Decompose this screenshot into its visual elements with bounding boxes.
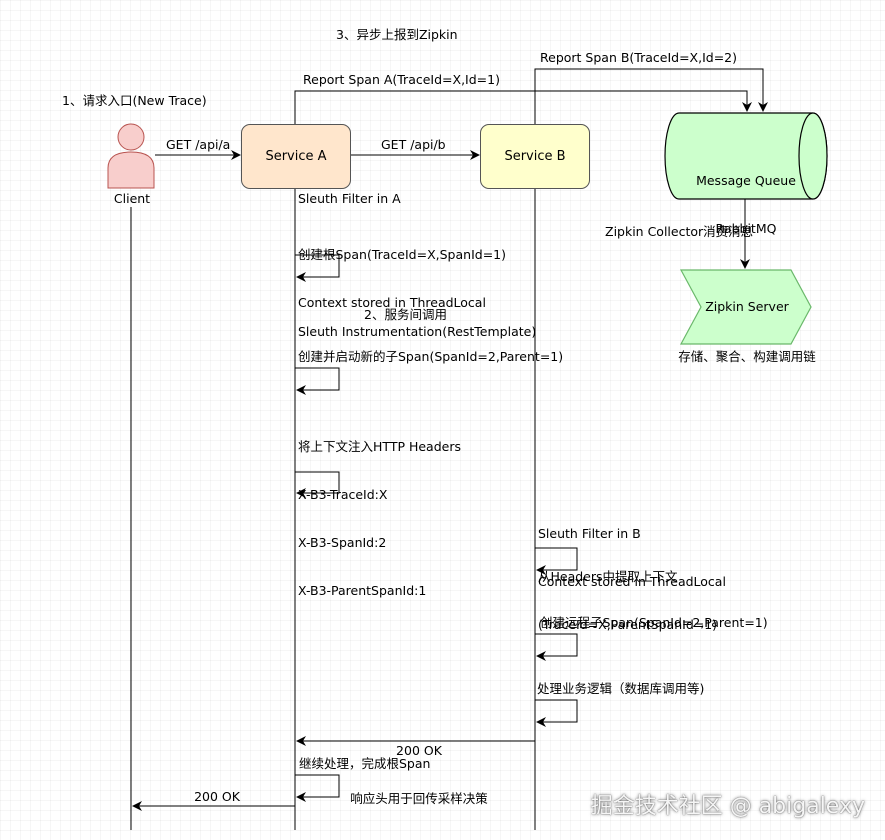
note-a-inject-title: 将上下文注入HTTP Headers: [298, 439, 461, 454]
note-a-hdr-parent: X-B3-ParentSpanId:1: [298, 583, 427, 598]
service-a-box: Service A: [241, 124, 351, 189]
step-2-label: 2、服务间调用: [364, 307, 447, 322]
client-actor: [107, 123, 155, 189]
self-loop-b-remote-span: [535, 633, 578, 661]
report-span-a-arrow: [294, 90, 752, 124]
response-client-label: 200 OK: [194, 789, 240, 804]
note-a-hdr-trace: X-B3-TraceId:X: [298, 487, 388, 502]
response-b-line-2: 响应头用于回传采样决策: [350, 791, 488, 806]
self-loop-b-business: [535, 699, 578, 727]
note-b-filter: Sleuth Filter in B Context stored in Thr…: [538, 494, 726, 622]
note-b-extract-line-1: 从Headers中提取上下文: [538, 569, 678, 584]
service-b-label: Service B: [504, 149, 566, 164]
zipkin-server-caption: 存储、聚合、构建调用链: [678, 349, 816, 364]
note-a-child-span: 创建并启动新的子Span(SpanId=2,Parent=1): [298, 349, 564, 364]
note-a-hdr-span: X-B3-SpanId:2: [298, 535, 387, 550]
message-queue-label: Message Queue RabbitMQ: [696, 141, 796, 269]
note-a-filter: Sleuth Filter in A: [298, 191, 401, 206]
client-label: Client: [113, 191, 151, 206]
note-a-finish: 继续处理，完成根Span: [299, 756, 431, 771]
get-api-a-label: GET /api/a: [166, 137, 231, 152]
step-1-label: 1、请求入口(New Trace): [62, 93, 207, 108]
get-api-b-label: GET /api/b: [381, 137, 446, 152]
self-loop-b-extract: [535, 547, 578, 575]
self-loop-a-root-span: [295, 254, 340, 282]
zipkin-server-label: Zipkin Server: [705, 299, 789, 314]
note-a-root-span: 创建根Span(TraceId=X,SpanId=1) Context stor…: [298, 215, 506, 343]
note-b-remote-span: 创建远程子Span(SpanId=2,Parent=1): [540, 615, 768, 630]
step-3-label: 3、异步上报到Zipkin: [336, 27, 458, 42]
note-a-inject: 将上下文注入HTTP Headers X-B3-TraceId:X X-B3-S…: [298, 407, 461, 631]
service-a-label: Service A: [265, 149, 327, 164]
note-b-filter-line-2: Context stored in ThreadLocal: [538, 574, 726, 589]
mq-line-2: RabbitMQ: [715, 221, 777, 236]
note-a-instrumentation: Sleuth Instrumentation(RestTemplate): [298, 324, 537, 339]
self-loop-a-child-span: [295, 367, 340, 395]
note-a-root-span-line-2: Context stored in ThreadLocal: [298, 295, 486, 310]
report-span-b-arrow: [534, 68, 768, 124]
note-b-extract: 从Headers中提取上下文 (TraceId=X,ParentSpanId=1…: [538, 537, 717, 665]
service-b-box: Service B: [480, 124, 590, 189]
note-a-root-span-line-1: 创建根Span(TraceId=X,SpanId=1): [298, 247, 506, 262]
note-b-filter-line-1: Sleuth Filter in B: [538, 526, 641, 541]
zipkin-server-shape: [679, 269, 812, 345]
response-b-line-1: 200 OK: [396, 743, 442, 758]
watermark: 掘金技术社区 @ abigalexy: [590, 794, 865, 819]
self-loop-a-finish: [295, 774, 340, 802]
note-b-business: 处理业务逻辑（数据库调用等): [537, 681, 705, 696]
message-queue-cylinder: [664, 112, 828, 200]
response-b-label: 200 OK 响应头用于回传采样决策: [350, 711, 488, 839]
mq-line-1: Message Queue: [696, 173, 796, 188]
self-loop-a-inject: [295, 471, 340, 498]
report-span-a-label: Report Span A(TraceId=X,Id=1): [303, 72, 500, 87]
report-span-b-label: Report Span B(TraceId=X,Id=2): [540, 50, 738, 65]
collector-label: Zipkin Collector消费消息: [605, 224, 754, 239]
note-b-extract-line-2: (TraceId=X,ParentSpanId=1): [538, 617, 718, 632]
